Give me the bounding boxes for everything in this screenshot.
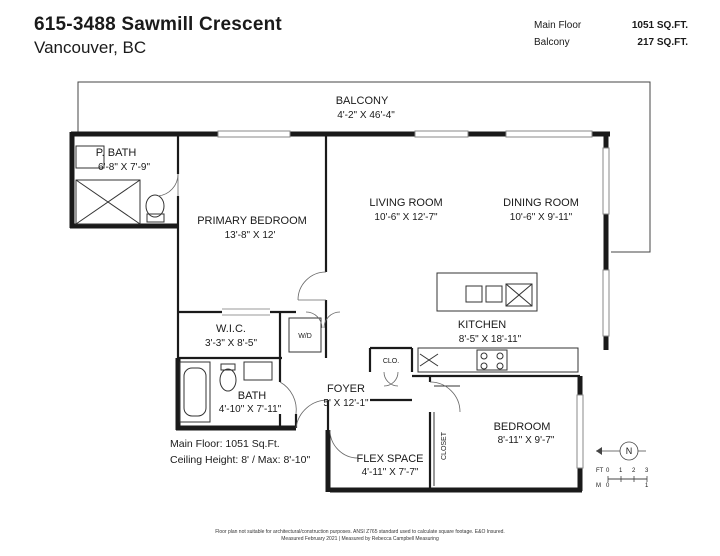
primary-bedroom-dims: 13'-8" X 12': [225, 230, 276, 241]
area-balcony-value: 217 SQ.FT.: [637, 37, 688, 48]
windows: [217, 130, 610, 469]
scale-ft-label: FT: [596, 468, 604, 474]
fixtures-lines: [75, 145, 579, 486]
sliding-doors: [222, 308, 270, 316]
floor-notes: Main Floor: 1051 Sq.Ft. Ceiling Height: …: [170, 436, 310, 468]
main-floor-note: Main Floor: 1051 Sq.Ft.: [170, 438, 280, 450]
scale-ft-tick-1: 1: [619, 468, 623, 474]
wic-dims: 3'-3" X 8'-5": [205, 338, 258, 349]
property-address: 615-3488 Sawmill Crescent: [34, 14, 282, 35]
dining-room-dims: 10'-6" X 9'-11": [510, 212, 573, 223]
flex-space-name: FLEX SPACE: [356, 453, 423, 465]
interior-walls: [176, 134, 580, 490]
wic-name: W.I.C.: [216, 323, 246, 335]
living-room-dims: 10'-6" X 12'-7": [374, 212, 438, 223]
footer-measured: Measured February 2021 | Measured by Reb…: [281, 536, 439, 542]
area-balcony-label: Balcony: [534, 37, 570, 48]
balcony-dims: 4'-2" X 46'-4": [337, 110, 395, 121]
primary-bedroom-name: PRIMARY BEDROOM: [197, 215, 307, 227]
foyer-name: FOYER: [327, 383, 365, 395]
balcony-name: BALCONY: [336, 95, 389, 107]
property-city: Vancouver, BC: [34, 38, 147, 57]
door-swings: [157, 173, 461, 459]
area-main-floor-label: Main Floor: [534, 20, 582, 31]
north-label: N: [626, 446, 633, 456]
area-main-floor-value: 1051 SQ.FT.: [631, 20, 688, 31]
scale-m-tick-1: 1: [645, 483, 649, 489]
scale-ft-tick-3: 3: [645, 468, 649, 474]
bath-name: BATH: [238, 390, 267, 402]
closet-label: CLOSET: [441, 431, 448, 460]
footer-disclaimer: Floor plan not suitable for architectura…: [215, 529, 505, 535]
ceiling-height-note: Ceiling Height: 8' / Max: 8'-10": [170, 454, 311, 466]
balcony-outline: [77, 81, 651, 253]
scale-bar: [607, 476, 648, 482]
closet-short-label: CLO.: [383, 358, 399, 365]
dining-room-name: DINING ROOM: [503, 197, 579, 209]
north-compass: N: [596, 441, 646, 461]
scale-m-label: M: [596, 483, 601, 489]
bedroom-dims: 8'-11" X 9'-7": [498, 435, 555, 446]
kitchen-dims: 8'-5" X 18'-11": [459, 334, 522, 345]
bath-dims: 4'-10" X 7'-11": [219, 404, 282, 415]
scale-ft-tick-2: 2: [632, 468, 636, 474]
p-bath-dims: 6'-8" X 7'-9": [98, 162, 151, 173]
bedroom-name: BEDROOM: [494, 421, 551, 433]
scale-m-tick-0: 0: [606, 483, 610, 489]
kitchen-name: KITCHEN: [458, 319, 506, 331]
exterior-walls: [69, 131, 610, 493]
washer-dryer-label: W/D: [298, 333, 312, 340]
living-room-name: LIVING ROOM: [369, 197, 442, 209]
scale-ft-tick-0: 0: [606, 468, 610, 474]
flex-space-dims: 4'-11" X 7'-7": [362, 467, 419, 478]
p-bath-name: P. BATH: [96, 147, 137, 159]
foyer-dims: 5' X 12'-1": [323, 398, 369, 409]
